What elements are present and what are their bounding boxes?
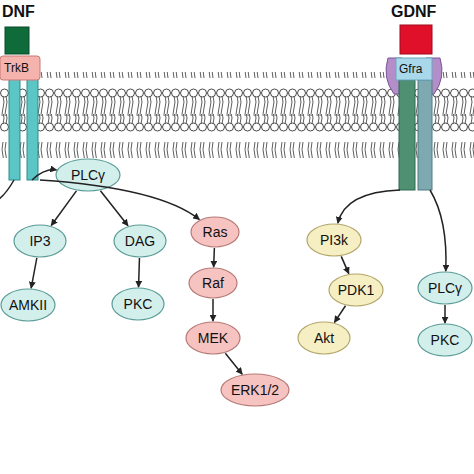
molecule-label: PI3k	[320, 233, 348, 247]
signal-arrow	[444, 305, 446, 323]
signal-arrow	[31, 258, 37, 288]
ligand-label: GDNF	[391, 4, 436, 20]
molecule-label: PLCγ	[71, 168, 105, 182]
ellipse-shape	[191, 217, 239, 247]
signal-molecule: PKC	[417, 323, 473, 357]
receptor-label: TrkB	[4, 62, 29, 74]
signal-arrow	[338, 190, 400, 223]
molecule-label: AMKII	[9, 298, 47, 312]
signal-molecule: MEK	[185, 321, 241, 355]
receptor: GDNF Gfra	[380, 0, 450, 190]
molecule-label: PKC	[124, 297, 153, 311]
signal-molecule: AMKII	[0, 288, 56, 322]
ellipse-shape	[112, 288, 164, 320]
signal-arrow	[212, 299, 214, 321]
signal-arrow	[40, 180, 199, 220]
molecule-label: Raf	[202, 276, 224, 290]
receptor: DNF TrkB	[0, 0, 46, 180]
receptor-label: Gfra	[399, 63, 422, 75]
molecule-label: DAG	[125, 234, 155, 248]
signal-arrow	[334, 306, 345, 323]
ellipse-shape	[1, 289, 55, 321]
molecule-label: PLCγ	[428, 281, 462, 295]
signal-molecule: IP3	[13, 224, 67, 258]
signal-molecule: PI3k	[306, 223, 362, 257]
molecule-label: PDK1	[338, 283, 375, 297]
ellipse-shape	[418, 272, 472, 304]
molecule-label: Ras	[203, 225, 228, 239]
signal-arrow	[430, 190, 446, 271]
molecule-label: IP3	[29, 234, 50, 248]
ellipse-shape	[114, 225, 166, 257]
ellipse-shape	[307, 224, 361, 256]
molecule-label: MEK	[198, 331, 228, 345]
molecule-label: Akt	[314, 331, 334, 345]
signal-arrow	[225, 353, 242, 374]
signal-arrow	[138, 258, 140, 287]
signal-molecule: Akt	[297, 321, 351, 355]
ellipse-shape	[221, 374, 289, 406]
signal-arrow	[341, 256, 349, 273]
signal-arrow	[100, 191, 128, 226]
signal-molecule: PLCγ	[417, 271, 473, 305]
ellipse-shape	[186, 322, 240, 354]
signal-molecule: Ras	[190, 216, 240, 248]
signal-molecule: PLCγ	[55, 158, 121, 192]
signal-molecule: PKC	[111, 287, 165, 321]
ellipse-shape	[14, 225, 66, 257]
signal-arrow	[51, 191, 76, 226]
ellipse-shape	[56, 159, 120, 191]
ellipse-shape	[189, 268, 237, 298]
ellipse-shape	[418, 324, 472, 356]
ellipse-shape	[329, 274, 383, 306]
molecule-label: ERK1/2	[231, 383, 279, 397]
ligand-label: DNF	[2, 4, 35, 20]
signal-molecule: Raf	[188, 267, 238, 299]
signal-molecule: ERK1/2	[220, 373, 290, 407]
molecule-label: PKC	[431, 333, 460, 347]
signal-arrow	[213, 248, 215, 267]
signal-molecule: DAG	[113, 224, 167, 258]
ellipse-shape	[298, 322, 350, 354]
signal-arrow	[32, 170, 57, 180]
signal-molecule: PDK1	[328, 273, 384, 307]
